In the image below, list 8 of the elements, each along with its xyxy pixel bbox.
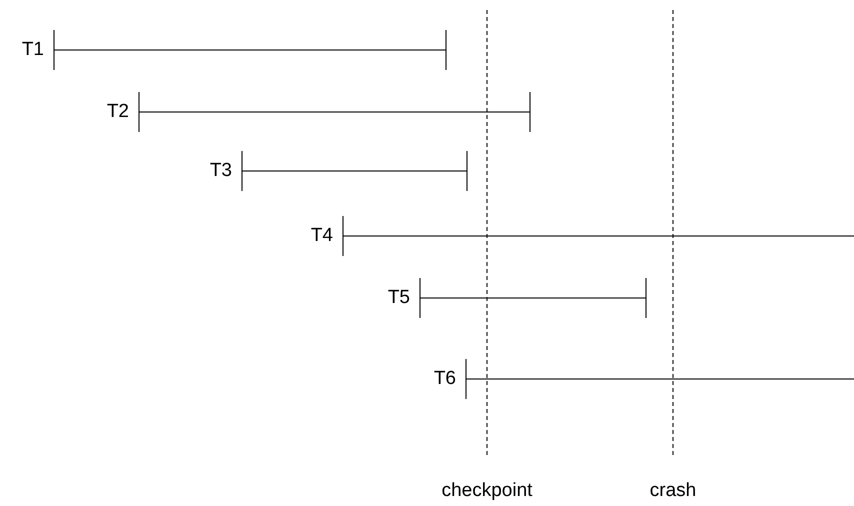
transaction-label: T2 (106, 101, 130, 123)
transaction-label: T3 (210, 160, 233, 182)
marker-label: checkpoint (442, 480, 532, 502)
transaction-label: T5 (388, 287, 411, 309)
transaction-label: T1 (22, 39, 45, 61)
transaction-label: T4 (310, 225, 334, 247)
transaction-label: T6 (434, 368, 457, 390)
marker-label: crash (650, 480, 696, 502)
